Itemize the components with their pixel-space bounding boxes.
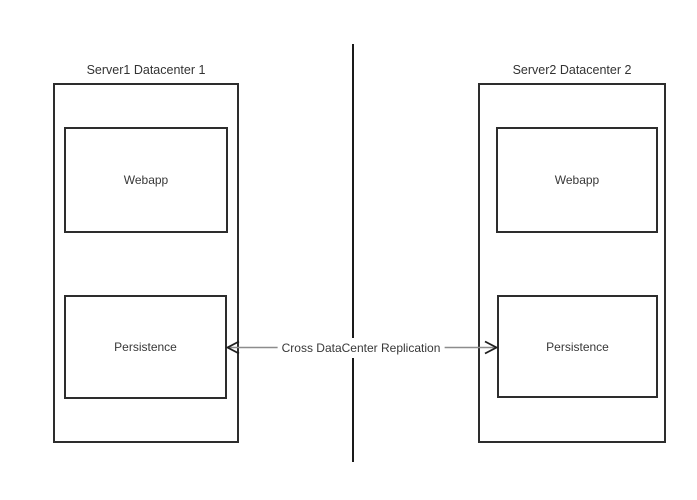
replication-edge-label: Cross DataCenter Replication [277, 338, 445, 358]
server1-persistence-label: Persistence [114, 340, 177, 354]
server1-webapp-box: Webapp [64, 127, 228, 233]
server1-webapp-label: Webapp [123, 173, 169, 187]
server2-datacenter2-title: Server2 Datacenter 2 [512, 63, 632, 77]
server2-persistence-label: Persistence [546, 339, 609, 354]
server2-webapp-label: Webapp [554, 173, 600, 187]
server2-persistence-box: Persistence [497, 295, 658, 398]
server1-datacenter1-title: Server1 Datacenter 1 [86, 63, 206, 77]
server1-persistence-box: Persistence [64, 295, 227, 399]
datacenter-divider-line [352, 44, 354, 462]
server2-webapp-box: Webapp [496, 127, 658, 233]
